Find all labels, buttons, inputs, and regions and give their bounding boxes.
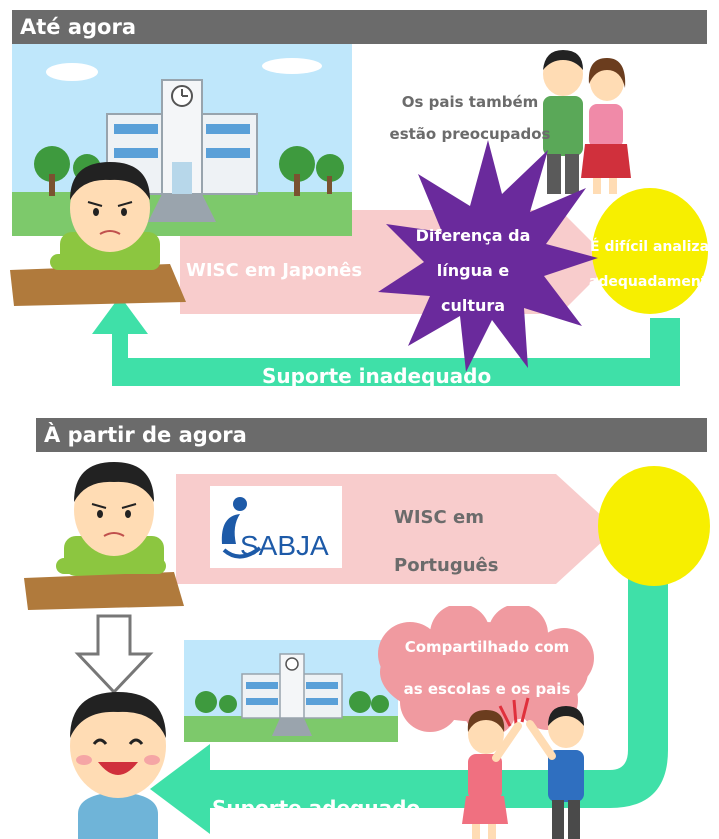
support-label-inadequate: Suporte inadequado — [262, 364, 492, 388]
school-icon-2 — [184, 640, 398, 742]
section2-header: À partir de agora — [36, 418, 707, 452]
analysis-line-2: adequadamente — [588, 274, 718, 290]
wisc-portuguese-line-1: WISC em — [394, 507, 484, 528]
support-label-adequate: Suporte adequado — [212, 796, 421, 820]
section1-header-title: Até agora — [20, 15, 137, 39]
analysis-text: É difícil analizar adequadamente — [588, 230, 718, 300]
analysis-circle-2 — [598, 466, 710, 586]
worried-parents-icon — [543, 50, 631, 194]
support-arrow-1 — [92, 296, 680, 386]
worried-boy-icon-2 — [24, 462, 184, 610]
happy-boy-icon — [70, 692, 166, 839]
shared-line-1: Compartilhado com — [404, 638, 570, 656]
down-arrow-icon — [74, 614, 154, 694]
difference-line-1: Diferença da — [415, 226, 531, 245]
difference-line-3: cultura — [440, 296, 506, 315]
section1-header: Até agora — [12, 10, 707, 44]
difference-line-2: língua e — [436, 261, 510, 280]
sabja-logo-mark — [221, 497, 262, 559]
analysis-circle-1 — [592, 188, 708, 314]
difference-text: Diferença da língua e cultura — [398, 218, 548, 323]
difference-burst-icon — [378, 140, 598, 372]
school-photo-2 — [184, 640, 398, 742]
section2-header-title: À partir de agora — [44, 423, 247, 447]
high-five-kids-icon — [462, 697, 584, 839]
analysis-line-1: É difícil analizar — [590, 239, 716, 255]
parents-worry-line-2: estão preocupados — [389, 125, 551, 143]
wisc-portuguese-text: WISC em Português — [394, 494, 498, 590]
wisc-portuguese-line-2: Português — [394, 555, 499, 576]
shared-text: Compartilhado com as escolas e os pais — [380, 626, 594, 710]
sabja-logo: SABJA — [210, 486, 342, 568]
support-arrow-2 — [150, 570, 668, 834]
shared-line-2: as escolas e os pais — [403, 680, 571, 698]
worried-boy-icon — [10, 162, 186, 306]
parents-worry-text: Os pais também estão preocupados — [370, 86, 570, 150]
wisc-japanese-label: WISC em Japonês — [186, 260, 363, 281]
sabja-logo-text: SABJA — [240, 530, 329, 561]
parents-worry-line-1: Os pais também — [401, 93, 539, 111]
